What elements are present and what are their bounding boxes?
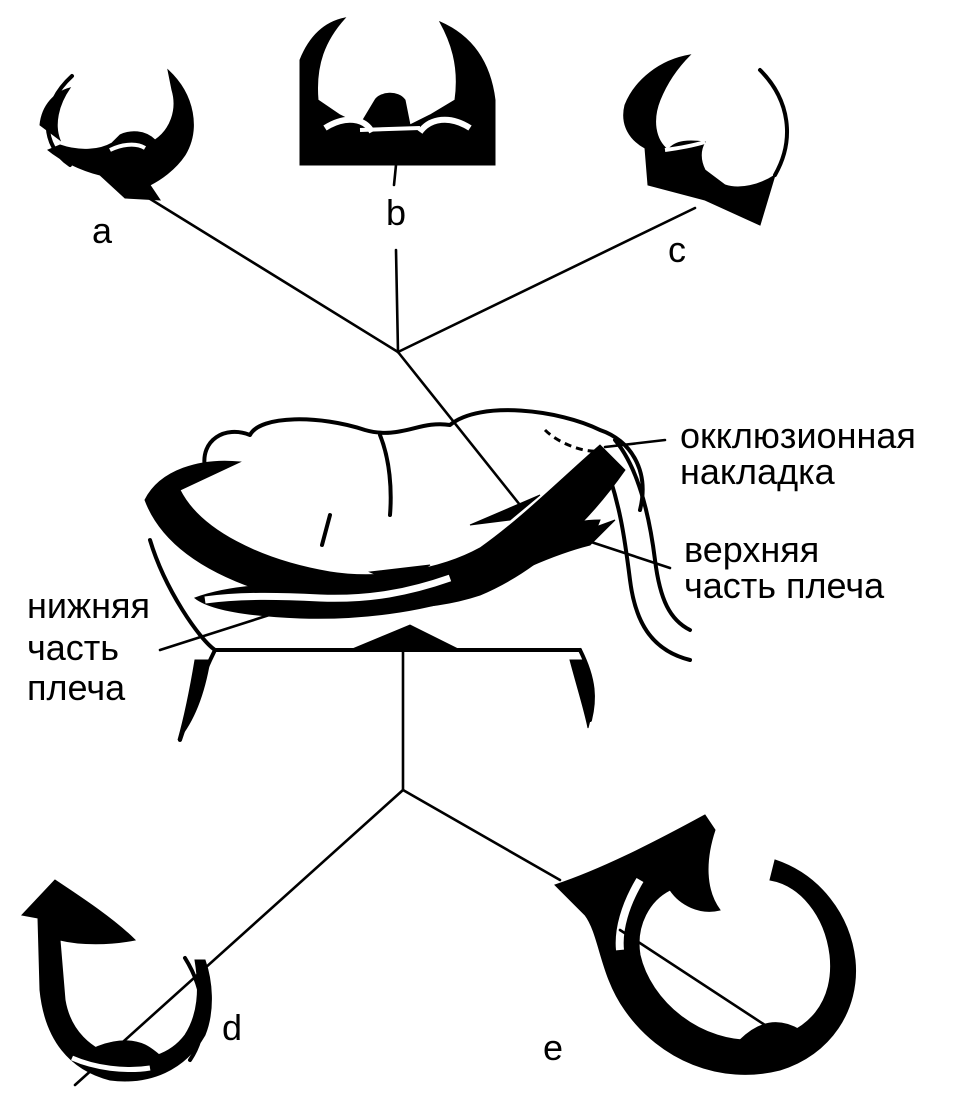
cross-section-b	[300, 18, 495, 185]
cross-section-e	[555, 815, 856, 1074]
label-a: a	[92, 210, 113, 251]
connector-b	[396, 250, 398, 352]
label-lower-arm-line3: плеча	[27, 667, 126, 708]
cross-section-c	[624, 55, 787, 225]
connector-c	[398, 208, 695, 352]
label-upper-arm-line1: верхняя	[684, 529, 819, 570]
cross-section-a	[40, 70, 193, 200]
text-labels: a b c d e окклюзионная накладка верхняя …	[27, 192, 916, 1068]
label-d: d	[222, 1007, 242, 1048]
leader-lower-arm	[160, 610, 285, 650]
label-e: e	[543, 1027, 563, 1068]
label-upper-arm-line2: часть плеча	[684, 565, 885, 606]
label-c: c	[668, 229, 686, 270]
label-occlusal-rest-line2: накладка	[680, 451, 836, 492]
connector-a	[147, 197, 398, 352]
label-b: b	[386, 192, 406, 233]
label-occlusal-rest-line1: окклюзионная	[680, 415, 916, 456]
cross-section-d	[22, 880, 211, 1081]
label-lower-arm-line2: часть	[27, 627, 119, 668]
label-lower-arm-line1: нижняя	[27, 585, 150, 626]
connector-e	[403, 790, 560, 880]
tooth-with-clasp	[145, 410, 690, 740]
